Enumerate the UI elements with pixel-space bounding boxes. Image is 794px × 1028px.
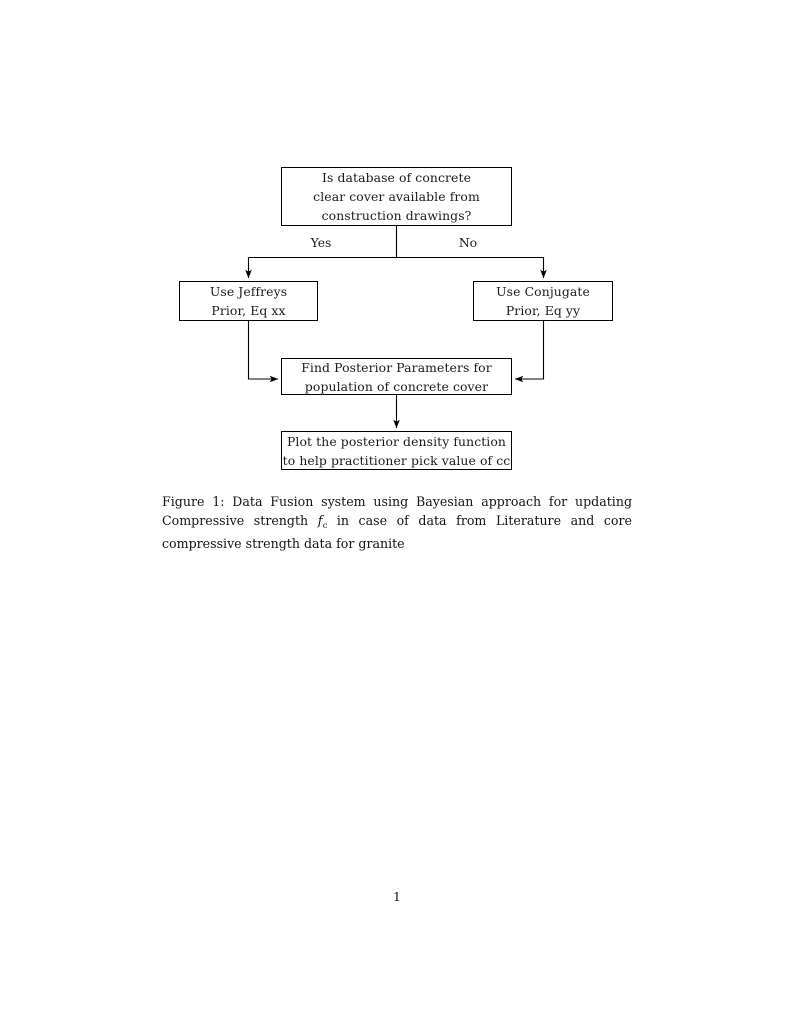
node-decision-line-3: construction drawings? bbox=[321, 208, 472, 223]
caption-math-subscript: c bbox=[322, 520, 328, 531]
figure-flowchart: Is database of concrete clear cover avai… bbox=[0, 0, 794, 500]
caption-math-base: f bbox=[317, 513, 323, 529]
flowchart-connectors bbox=[245, 226, 547, 429]
node-decision-line-1: Is database of concrete bbox=[322, 170, 471, 185]
node-use-conjugate-prior: Use Conjugate Prior, Eq yy bbox=[473, 281, 613, 321]
node-decision-database-available: Is database of concrete clear cover avai… bbox=[281, 167, 512, 226]
caption-text-after-math: in case of data from Literature and core… bbox=[162, 513, 632, 551]
caption-math-fc: fc bbox=[317, 513, 328, 531]
caption-label: Figure 1: bbox=[162, 494, 225, 509]
node-plot-line-2: to help practitioner pick value of cc bbox=[282, 452, 511, 468]
figure-caption: Figure 1: Data Fusion system using Bayes… bbox=[162, 492, 632, 553]
node-use-jeffreys-prior: Use Jeffreys Prior, Eq xx bbox=[179, 281, 318, 321]
edge-conjugate-to-posterior bbox=[514, 321, 545, 383]
page-number: 1 bbox=[393, 889, 401, 904]
node-decision-line-2: clear cover available from bbox=[313, 189, 480, 204]
node-find-posterior-parameters: Find Posterior Parameters for population… bbox=[281, 358, 512, 395]
edge-label-no: No bbox=[458, 235, 478, 250]
node-jeffreys-line-2: Prior, Eq xx bbox=[211, 303, 286, 318]
node-posterior-line-1: Find Posterior Parameters for bbox=[301, 359, 492, 375]
node-jeffreys-line-1: Use Jeffreys bbox=[209, 284, 288, 299]
node-plot-line-1: Plot the posterior density function bbox=[286, 433, 507, 449]
edge-label-yes: Yes bbox=[310, 235, 332, 250]
caption-text-before-math: Data Fusion system using Bayesian approa… bbox=[162, 494, 633, 529]
edge-jeffreys-to-posterior bbox=[247, 321, 279, 383]
node-posterior-line-2: population of concrete cover bbox=[304, 378, 489, 394]
node-conjugate-line-1: Use Conjugate bbox=[496, 284, 590, 299]
node-plot-posterior-density: Plot the posterior density function to h… bbox=[281, 431, 512, 470]
node-conjugate-line-2: Prior, Eq yy bbox=[505, 303, 581, 318]
